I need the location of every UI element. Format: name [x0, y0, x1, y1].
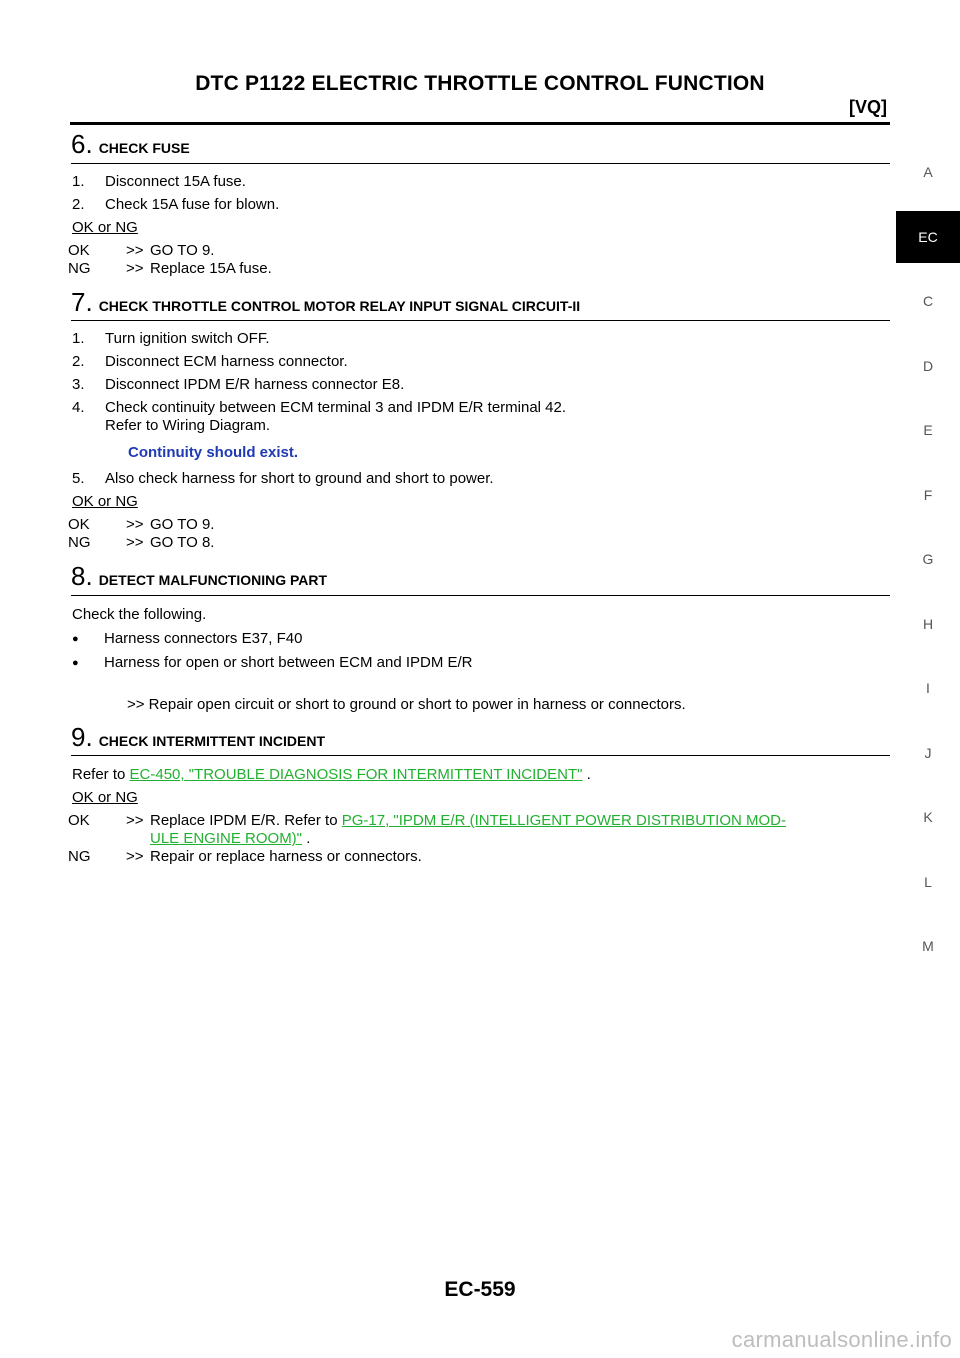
- list-item: 1.Turn ignition switch OFF.: [72, 330, 270, 348]
- step-heading: 6. CHECK FUSE: [71, 130, 890, 164]
- list-item: 5.Also check harness for short to ground…: [72, 470, 494, 488]
- watermark: carmanualsonline.info: [731, 1327, 952, 1352]
- index-tab-e[interactable]: E: [923, 422, 933, 439]
- header-divider: [70, 122, 890, 125]
- bullet-item: ●Harness for open or short between ECM a…: [72, 653, 473, 671]
- index-tab-l[interactable]: L: [924, 873, 932, 890]
- step-9: 9. CHECK INTERMITTENT INCIDENT Refer to …: [68, 723, 890, 867]
- step-8: 8. DETECT MALFUNCTIONING PART Check the …: [71, 562, 890, 713]
- list-item: 2.Disconnect ECM harness connector.: [72, 353, 348, 371]
- index-tab-k[interactable]: K: [923, 809, 933, 826]
- refer-line: Refer to EC-450, "TROUBLE DIAGNOSIS FOR …: [72, 766, 591, 784]
- bullet-item: ●Harness connectors E37, F40: [72, 629, 303, 647]
- index-tab-i[interactable]: I: [926, 680, 930, 697]
- section-index-tabs: A EC C D E F G H I J K L M: [896, 140, 960, 979]
- list-item: 3.Disconnect IPDM E/R harness connector …: [72, 376, 405, 394]
- index-tab-c[interactable]: C: [922, 293, 934, 310]
- step-number: 7.: [71, 286, 93, 317]
- step-number: 6.: [71, 129, 93, 159]
- result-ok: OK>>GO TO 9.: [68, 241, 215, 259]
- result-ok: OK>>GO TO 9.: [68, 516, 215, 534]
- reference-link[interactable]: EC-450, "TROUBLE DIAGNOSIS FOR INTERMITT…: [129, 766, 583, 784]
- list-item: 1.Disconnect 15A fuse.: [72, 172, 246, 190]
- index-tab-a[interactable]: A: [923, 164, 933, 181]
- step-title: CHECK FUSE: [98, 140, 190, 156]
- step-heading: 7. CHECK THROTTLE CONTROL MOTOR RELAY IN…: [71, 286, 890, 322]
- step-heading: 8. DETECT MALFUNCTIONING PART: [71, 562, 890, 596]
- specification-text: Continuity should exist.: [128, 444, 299, 462]
- page-number: EC-559: [444, 1278, 516, 1301]
- main-content: 6. CHECK FUSE 1.Disconnect 15A fuse. 2.C…: [68, 130, 890, 867]
- index-tab-d[interactable]: D: [922, 357, 934, 374]
- index-tab-ec[interactable]: EC: [896, 210, 960, 263]
- index-tab-f[interactable]: F: [923, 486, 933, 503]
- section-tag: [VQ]: [849, 97, 887, 117]
- result-text: >> Repair open circuit or short to groun…: [127, 695, 686, 713]
- bullet-icon: ●: [72, 656, 79, 669]
- step-title: CHECK THROTTLE CONTROL MOTOR RELAY INPUT…: [98, 297, 581, 314]
- intro-text: Check the following.: [72, 605, 207, 623]
- result-ng: NG>>Replace 15A fuse.: [68, 259, 272, 277]
- ok-or-ng-label: OK or NG: [72, 789, 138, 807]
- result-list: OK>> Replace IPDM E/R. Refer to PG-17, "…: [68, 812, 890, 866]
- step-number: 8.: [71, 561, 93, 592]
- step-heading: 9. CHECK INTERMITTENT INCIDENT: [71, 723, 890, 757]
- page-title: DTC P1122 ELECTRIC THROTTLE CONTROL FUNC…: [195, 72, 765, 95]
- bullet-icon: ●: [72, 632, 79, 645]
- ok-or-ng-label: OK or NG: [72, 493, 138, 511]
- step-title: DETECT MALFUNCTIONING PART: [98, 572, 328, 589]
- index-tab-m[interactable]: M: [922, 938, 934, 955]
- list-item: 2.Check 15A fuse for blown.: [72, 195, 280, 213]
- list-item: 4. Check continuity between ECM terminal…: [72, 399, 567, 435]
- step-6: 6. CHECK FUSE 1.Disconnect 15A fuse. 2.C…: [68, 130, 890, 278]
- result-ok: OK>> Replace IPDM E/R. Refer to PG-17, "…: [68, 812, 787, 848]
- step-number: 9.: [71, 721, 93, 752]
- result-list: OK>>GO TO 9. NG>>Replace 15A fuse.: [68, 242, 890, 278]
- reference-link[interactable]: PG-17, "IPDM E/R (INTELLIGENT POWER DIST…: [341, 812, 787, 830]
- index-tab-j[interactable]: J: [924, 744, 932, 761]
- result-ng: NG>>Repair or replace harness or connect…: [68, 848, 422, 866]
- step-title: CHECK INTERMITTENT INCIDENT: [98, 732, 326, 749]
- index-tab-g[interactable]: G: [922, 551, 934, 568]
- result-list: OK>>GO TO 9. NG>>GO TO 8.: [68, 516, 890, 552]
- step-7: 7. CHECK THROTTLE CONTROL MOTOR RELAY IN…: [68, 286, 890, 553]
- index-tab-h[interactable]: H: [922, 615, 934, 632]
- reference-link-continued[interactable]: ULE ENGINE ROOM)": [150, 830, 303, 848]
- ok-or-ng-label: OK or NG: [72, 218, 138, 236]
- result-ng: NG>>GO TO 8.: [68, 534, 215, 552]
